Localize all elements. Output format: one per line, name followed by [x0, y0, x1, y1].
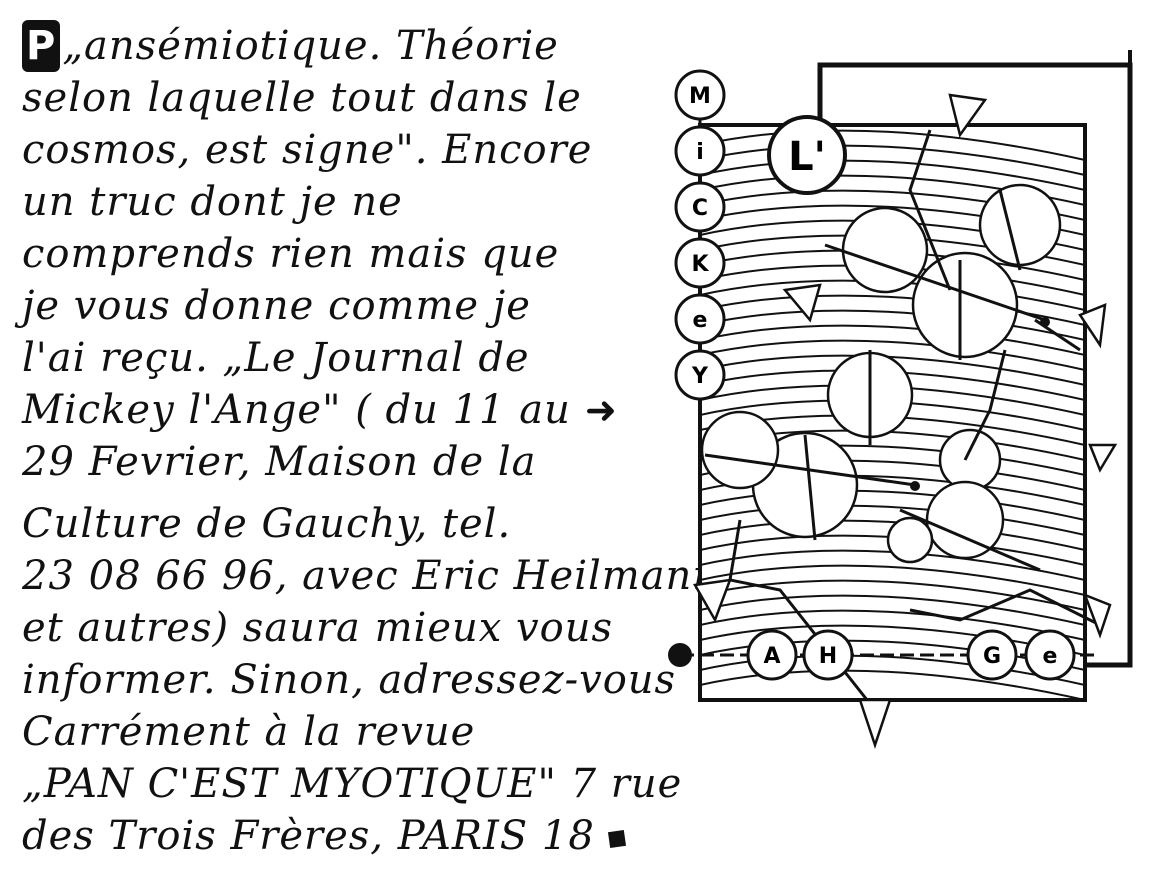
- badge-letter-y: Y: [691, 364, 709, 389]
- cones: [693, 93, 1118, 749]
- drop-cap: P: [22, 20, 61, 72]
- note-line-15: „PAN C'EST MYOTIQUE" 7 rue: [22, 761, 683, 807]
- note-line-9: 29 Fevrier, Maison de la: [22, 439, 537, 485]
- illustration-svg: M i C K e Y L' A H G: [668, 50, 1133, 749]
- badge-letter-e: e: [693, 308, 708, 333]
- note-line-14: Carrément à la revue: [22, 709, 476, 755]
- handwritten-note: P„ansémiotique. Théorie selon laquelle t…: [22, 20, 718, 865]
- note-line-6: je vous donne comme je: [22, 283, 531, 329]
- bottom-letter-e: e: [1043, 644, 1058, 669]
- title-badge: L': [767, 115, 847, 195]
- vertical-title: M i C K e Y: [674, 69, 726, 420]
- badge-letter-k: K: [691, 252, 709, 277]
- note-line-13: informer. Sinon, adressez-vous: [22, 657, 677, 703]
- badge-letter-m: M: [689, 84, 711, 109]
- note-line-11: 23 08 66 96, avec Eric Heilmann: [22, 553, 720, 599]
- badge-letter-i: i: [696, 140, 704, 165]
- note-line-10: Culture de Gauchy, tel.: [22, 501, 512, 547]
- bottom-letter-a: A: [763, 644, 780, 669]
- bottom-title: A H G e: [668, 629, 1100, 681]
- badge-letter-c: C: [692, 196, 708, 221]
- bottom-letter-h: H: [819, 644, 837, 669]
- note-line-8: Mickey l'Ange" ( du 11 au➜: [22, 384, 618, 436]
- note-line-4: un truc dont je ne: [22, 179, 403, 225]
- note-line-3: cosmos, est signe". Encore: [22, 127, 593, 173]
- note-line-1: P„ansémiotique. Théorie: [22, 20, 559, 72]
- note-line-16: des Trois Frères, PARIS 18: [22, 810, 626, 862]
- bubbles: [700, 183, 1062, 564]
- title-badge-text: L': [788, 134, 826, 180]
- dot: [1040, 317, 1050, 327]
- note-line-12: et autres) saura mieux vous: [22, 605, 614, 651]
- end-square-icon: [607, 829, 626, 849]
- note-line-5: comprends rien mais que: [22, 231, 560, 277]
- note-line-7: l'ai reçu. „Le Journal de: [22, 335, 530, 381]
- note-line-2: selon laquelle tout dans le: [22, 75, 582, 121]
- dot: [910, 481, 920, 491]
- bottom-letter-g: G: [983, 644, 1001, 669]
- arrow-right-icon: ➜: [584, 388, 618, 432]
- mickey-ange-illustration: M i C K e Y L' A H G: [660, 50, 1150, 750]
